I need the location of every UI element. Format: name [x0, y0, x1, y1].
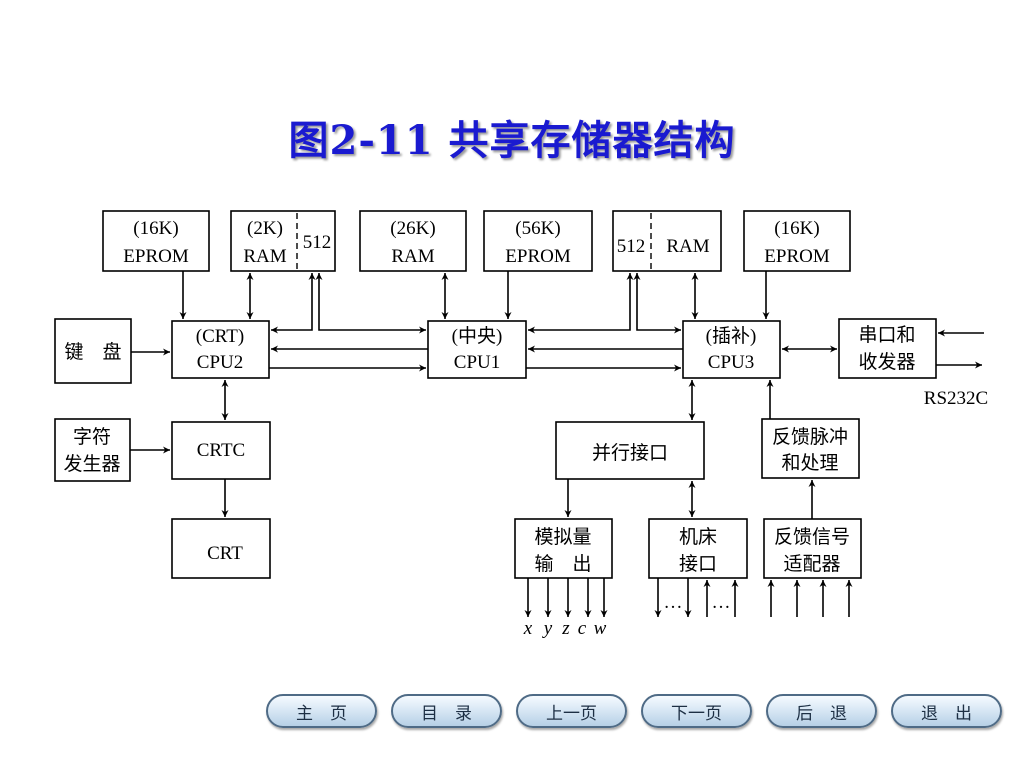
cpu1-block: (中央) CPU1	[427, 320, 527, 379]
keyboard-block: 键 盘	[54, 318, 132, 384]
fbpulse-line1: 反馈脉冲	[772, 426, 848, 448]
crt-label: CRT	[207, 543, 243, 564]
eprom-56k-block: (56K) EPROM	[483, 210, 593, 272]
signal-c-label: c	[578, 618, 587, 639]
previous-page-button[interactable]: 上一页	[516, 694, 627, 728]
ram2k-size: (2K)	[247, 218, 283, 239]
crtc-block: CRTC	[171, 421, 271, 480]
ram-cpu3-block: 512 RAM	[612, 210, 722, 272]
ram3-512-label: 512	[617, 236, 646, 257]
cpu2-label: CPU2	[197, 352, 243, 373]
chargen-line1: 字符	[73, 426, 111, 448]
eprom3-label: EPROM	[764, 246, 830, 267]
next-page-button[interactable]: 下一页	[641, 694, 752, 728]
eprom3-size: (16K)	[774, 218, 819, 239]
machine-out-ellipsis: …	[664, 592, 683, 613]
home-button[interactable]: 主 页	[266, 694, 377, 728]
ram-26k-block: (26K) RAM	[359, 210, 467, 272]
back-button[interactable]: 后 退	[766, 694, 877, 728]
fbadapter-line2: 适配器	[783, 553, 840, 575]
eprom-16k-block-2: (16K) EPROM	[743, 210, 851, 272]
ram2k-512-label: 512	[303, 232, 332, 253]
machine-line2: 接口	[679, 553, 717, 575]
eprom56k-size: (56K)	[515, 218, 560, 239]
fbpulse-line2: 和处理	[781, 452, 838, 474]
cpu3-role: (插补)	[706, 325, 757, 347]
parallel-label: 并行接口	[592, 442, 668, 464]
shared512b-cpu1-line	[528, 273, 634, 334]
feedback-pulse-block: 反馈脉冲 和处理	[761, 418, 860, 479]
cpu2-block: (CRT) CPU2	[171, 320, 270, 379]
ram26k-label: RAM	[391, 246, 434, 267]
feedback-adapter-block: 反馈信号 适配器	[763, 518, 862, 579]
ram26k-size: (26K)	[390, 218, 435, 239]
shared-memory-diagram: (16K) EPROM (2K) RAM 512 (26K) RAM (56K)…	[54, 210, 988, 639]
signal-y-label: y	[542, 618, 553, 639]
crt-block: CRT	[171, 518, 271, 579]
ram-2k-block: (2K) RAM 512	[230, 210, 336, 272]
slide-navigation-bar: 主 页 目 录 上一页 下一页 后 退 退 出	[266, 694, 1016, 734]
serial-line1: 串口和	[858, 324, 915, 346]
eprom1-size: (16K)	[133, 218, 178, 239]
slide-title: 图2-11 共享存储器结构	[288, 117, 736, 164]
machine-in-ellipsis: …	[712, 592, 731, 613]
cpu3-label: CPU3	[708, 352, 754, 373]
contents-button[interactable]: 目 录	[391, 694, 502, 728]
ram2k-label: RAM	[243, 246, 286, 267]
fbadapter-line1: 反馈信号	[774, 526, 850, 548]
signal-z-label: z	[561, 618, 570, 639]
serial-line2: 收发器	[858, 351, 915, 373]
cpu1-role: (中央)	[452, 325, 503, 347]
analog-line2: 输 出	[534, 553, 591, 575]
keyboard-label: 键 盘	[64, 341, 121, 363]
machine-interface-block: 机床 接口	[648, 518, 748, 579]
serial-transceiver-block: 串口和 收发器	[838, 318, 937, 379]
eprom56k-label: EPROM	[505, 246, 571, 267]
rs232c-label: RS232C	[924, 388, 988, 409]
cpu3-block: (插补) CPU3	[682, 320, 781, 379]
cpu2-role: (CRT)	[196, 326, 244, 347]
shared512-cpu2-line	[271, 273, 316, 334]
signal-w-label: w	[594, 618, 607, 639]
eprom-16k-block-1: (16K) EPROM	[102, 210, 210, 272]
chargen-line2: 发生器	[63, 453, 120, 475]
shared512b-cpu3-line	[633, 273, 681, 334]
parallel-interface-block: 并行接口	[555, 421, 705, 480]
char-generator-block: 字符 发生器	[54, 418, 131, 482]
shared512-cpu1-line	[315, 273, 426, 334]
eprom1-label: EPROM	[123, 246, 189, 267]
exit-button[interactable]: 退 出	[891, 694, 1002, 728]
ram3-label: RAM	[666, 236, 709, 257]
analog-line1: 模拟量	[534, 526, 591, 548]
analog-output-block: 模拟量 输 出	[514, 518, 613, 579]
crtc-label: CRTC	[197, 440, 245, 461]
cpu1-label: CPU1	[454, 352, 500, 373]
signal-x-label: x	[523, 618, 533, 639]
machine-line1: 机床	[679, 526, 717, 548]
